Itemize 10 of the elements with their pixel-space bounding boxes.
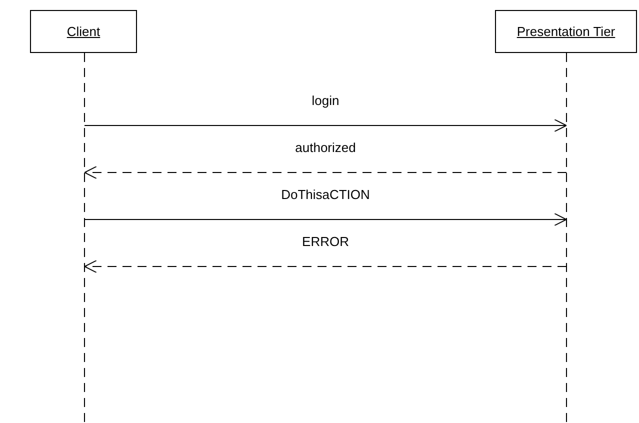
message-label: authorized	[293, 140, 358, 154]
message-label: login	[310, 92, 342, 108]
participant-box: Presentation Tier	[495, 10, 637, 53]
return-message-arrow	[84, 166, 567, 179]
message-label: DoThisaCTION	[279, 186, 372, 202]
participant-box: Client	[30, 10, 137, 53]
message-arrow	[84, 213, 567, 226]
message-arrow	[84, 119, 567, 132]
message-label: ERROR	[300, 234, 351, 248]
return-message-arrow	[84, 260, 567, 273]
